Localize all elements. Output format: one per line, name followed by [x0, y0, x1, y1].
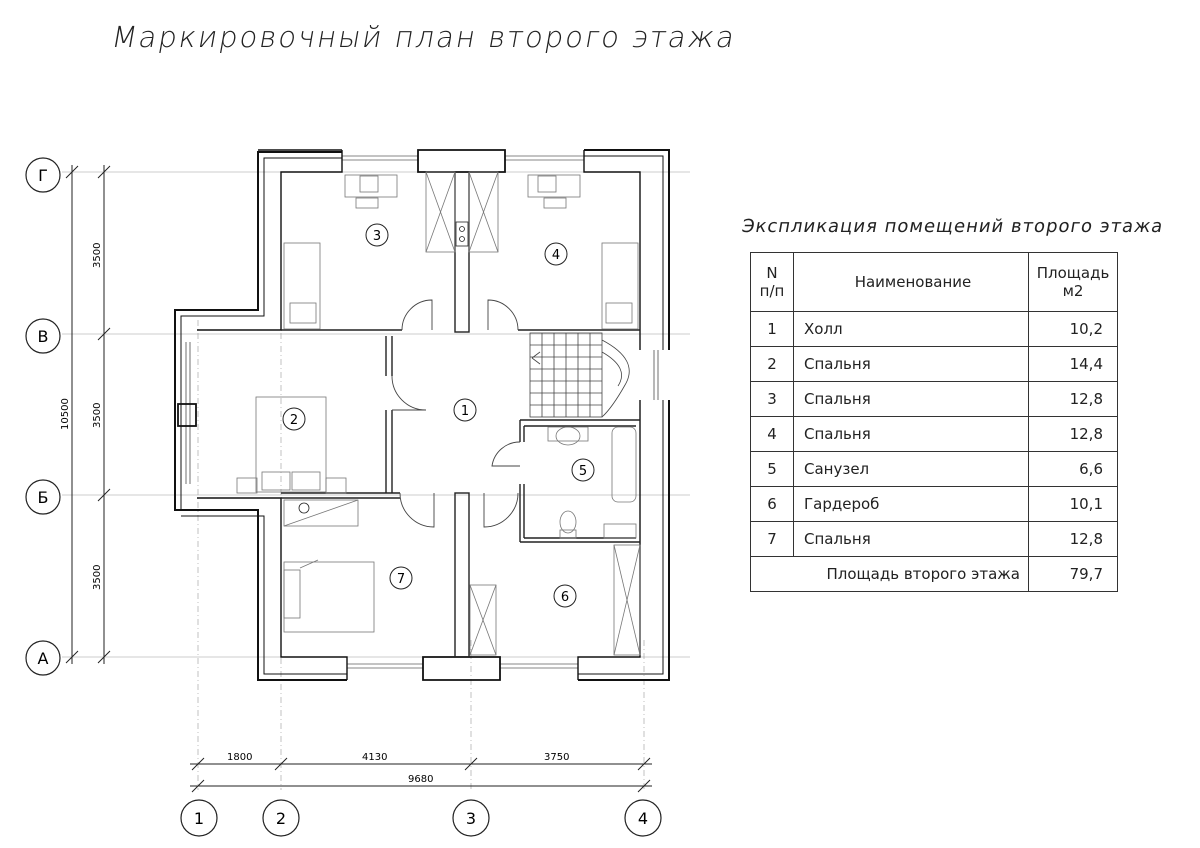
row-name: Спальня	[793, 521, 1029, 557]
row-name: Гардероб	[793, 486, 1029, 522]
grid-lines	[62, 171, 690, 790]
table-header-row: N п/п Наименование Площадь м2	[750, 252, 1118, 312]
room-marker-5: 5	[571, 458, 595, 482]
row-area: 10,2	[1028, 311, 1118, 347]
svg-text:7: 7	[397, 572, 405, 587]
row-num: 3	[750, 381, 794, 417]
axis-bubble-col-4: 4	[624, 799, 662, 837]
axis-bubble-row-a: А	[25, 640, 61, 676]
row-num: 5	[750, 451, 794, 487]
svg-text:Г: Г	[38, 166, 48, 185]
explication-table: N п/п Наименование Площадь м2 1 Холл 10,…	[750, 252, 1118, 592]
axis-bubble-row-g: Г	[25, 157, 61, 193]
room-marker-6: 6	[553, 584, 577, 608]
row-num: 2	[750, 346, 794, 382]
svg-text:В: В	[38, 327, 49, 346]
explication-title: Экспликация помещений второго этажа	[740, 216, 1166, 237]
table-total-row: Площадь второго этажа 79,7	[750, 556, 1118, 592]
svg-text:2: 2	[276, 809, 286, 828]
axis-bubble-col-3: 3	[452, 799, 490, 837]
svg-text:6: 6	[561, 590, 569, 605]
stairs	[529, 332, 630, 418]
row-area: 10,1	[1028, 486, 1118, 522]
table-row: 4 Спальня 12,8	[750, 416, 1118, 452]
header-num: N п/п	[750, 252, 794, 312]
row-area: 6,6	[1028, 451, 1118, 487]
svg-text:2: 2	[290, 413, 298, 428]
row-num: 7	[750, 521, 794, 557]
total-label: Площадь второго этажа	[750, 556, 1029, 592]
table-row: 5 Санузел 6,6	[750, 451, 1118, 487]
svg-text:1: 1	[461, 404, 469, 419]
svg-text:Б: Б	[38, 488, 49, 507]
room-marker-3: 3	[365, 223, 389, 247]
axis-bubble-row-b: Б	[25, 479, 61, 515]
dim-horizontal-total: 9680	[408, 774, 433, 785]
dim-vertical-1: 3500	[92, 243, 103, 268]
svg-text:5: 5	[579, 464, 587, 479]
header-name: Наименование	[793, 252, 1029, 312]
door-swings	[391, 299, 521, 528]
total-value: 79,7	[1028, 556, 1118, 592]
table-row: 3 Спальня 12,8	[750, 381, 1118, 417]
dim-vertical-3: 3500	[92, 565, 103, 590]
header-area: Площадь м2	[1028, 252, 1118, 312]
outer-walls	[174, 149, 670, 681]
row-area: 12,8	[1028, 521, 1118, 557]
svg-text:4: 4	[638, 809, 648, 828]
svg-text:3: 3	[466, 809, 476, 828]
table-row: 7 Спальня 12,8	[750, 521, 1118, 557]
row-name: Спальня	[793, 346, 1029, 382]
room-marker-1: 1	[453, 398, 477, 422]
dim-horizontal-2: 4130	[362, 752, 387, 763]
dim-horizontal-1: 1800	[227, 752, 252, 763]
svg-text:4: 4	[552, 248, 560, 263]
room-marker-2: 2	[282, 407, 306, 431]
svg-text:1: 1	[194, 809, 204, 828]
dim-vertical-2: 3500	[92, 403, 103, 428]
svg-text:3: 3	[373, 229, 381, 244]
room-marker-4: 4	[544, 242, 568, 266]
horizontal-dimension-chain	[190, 757, 652, 793]
dim-horizontal-3: 3750	[544, 752, 569, 763]
row-name: Спальня	[793, 416, 1029, 452]
furniture	[236, 171, 641, 656]
row-num: 6	[750, 486, 794, 522]
dim-vertical-total: 10500	[60, 398, 71, 430]
room-marker-7: 7	[389, 566, 413, 590]
svg-text:А: А	[38, 649, 49, 668]
inner-walls	[281, 171, 640, 658]
row-num: 1	[750, 311, 794, 347]
table-row: 2 Спальня 14,4	[750, 346, 1118, 382]
row-area: 12,8	[1028, 416, 1118, 452]
axis-bubble-col-1: 1	[180, 799, 218, 837]
vertical-dimension-chain	[65, 165, 111, 664]
row-name: Спальня	[793, 381, 1029, 417]
table-row: 6 Гардероб 10,1	[750, 486, 1118, 522]
table-row: 1 Холл 10,2	[750, 311, 1118, 347]
axis-bubble-row-v: В	[25, 318, 61, 354]
axis-bubble-col-2: 2	[262, 799, 300, 837]
row-area: 12,8	[1028, 381, 1118, 417]
row-name: Холл	[793, 311, 1029, 347]
row-num: 4	[750, 416, 794, 452]
row-name: Санузел	[793, 451, 1029, 487]
row-area: 14,4	[1028, 346, 1118, 382]
